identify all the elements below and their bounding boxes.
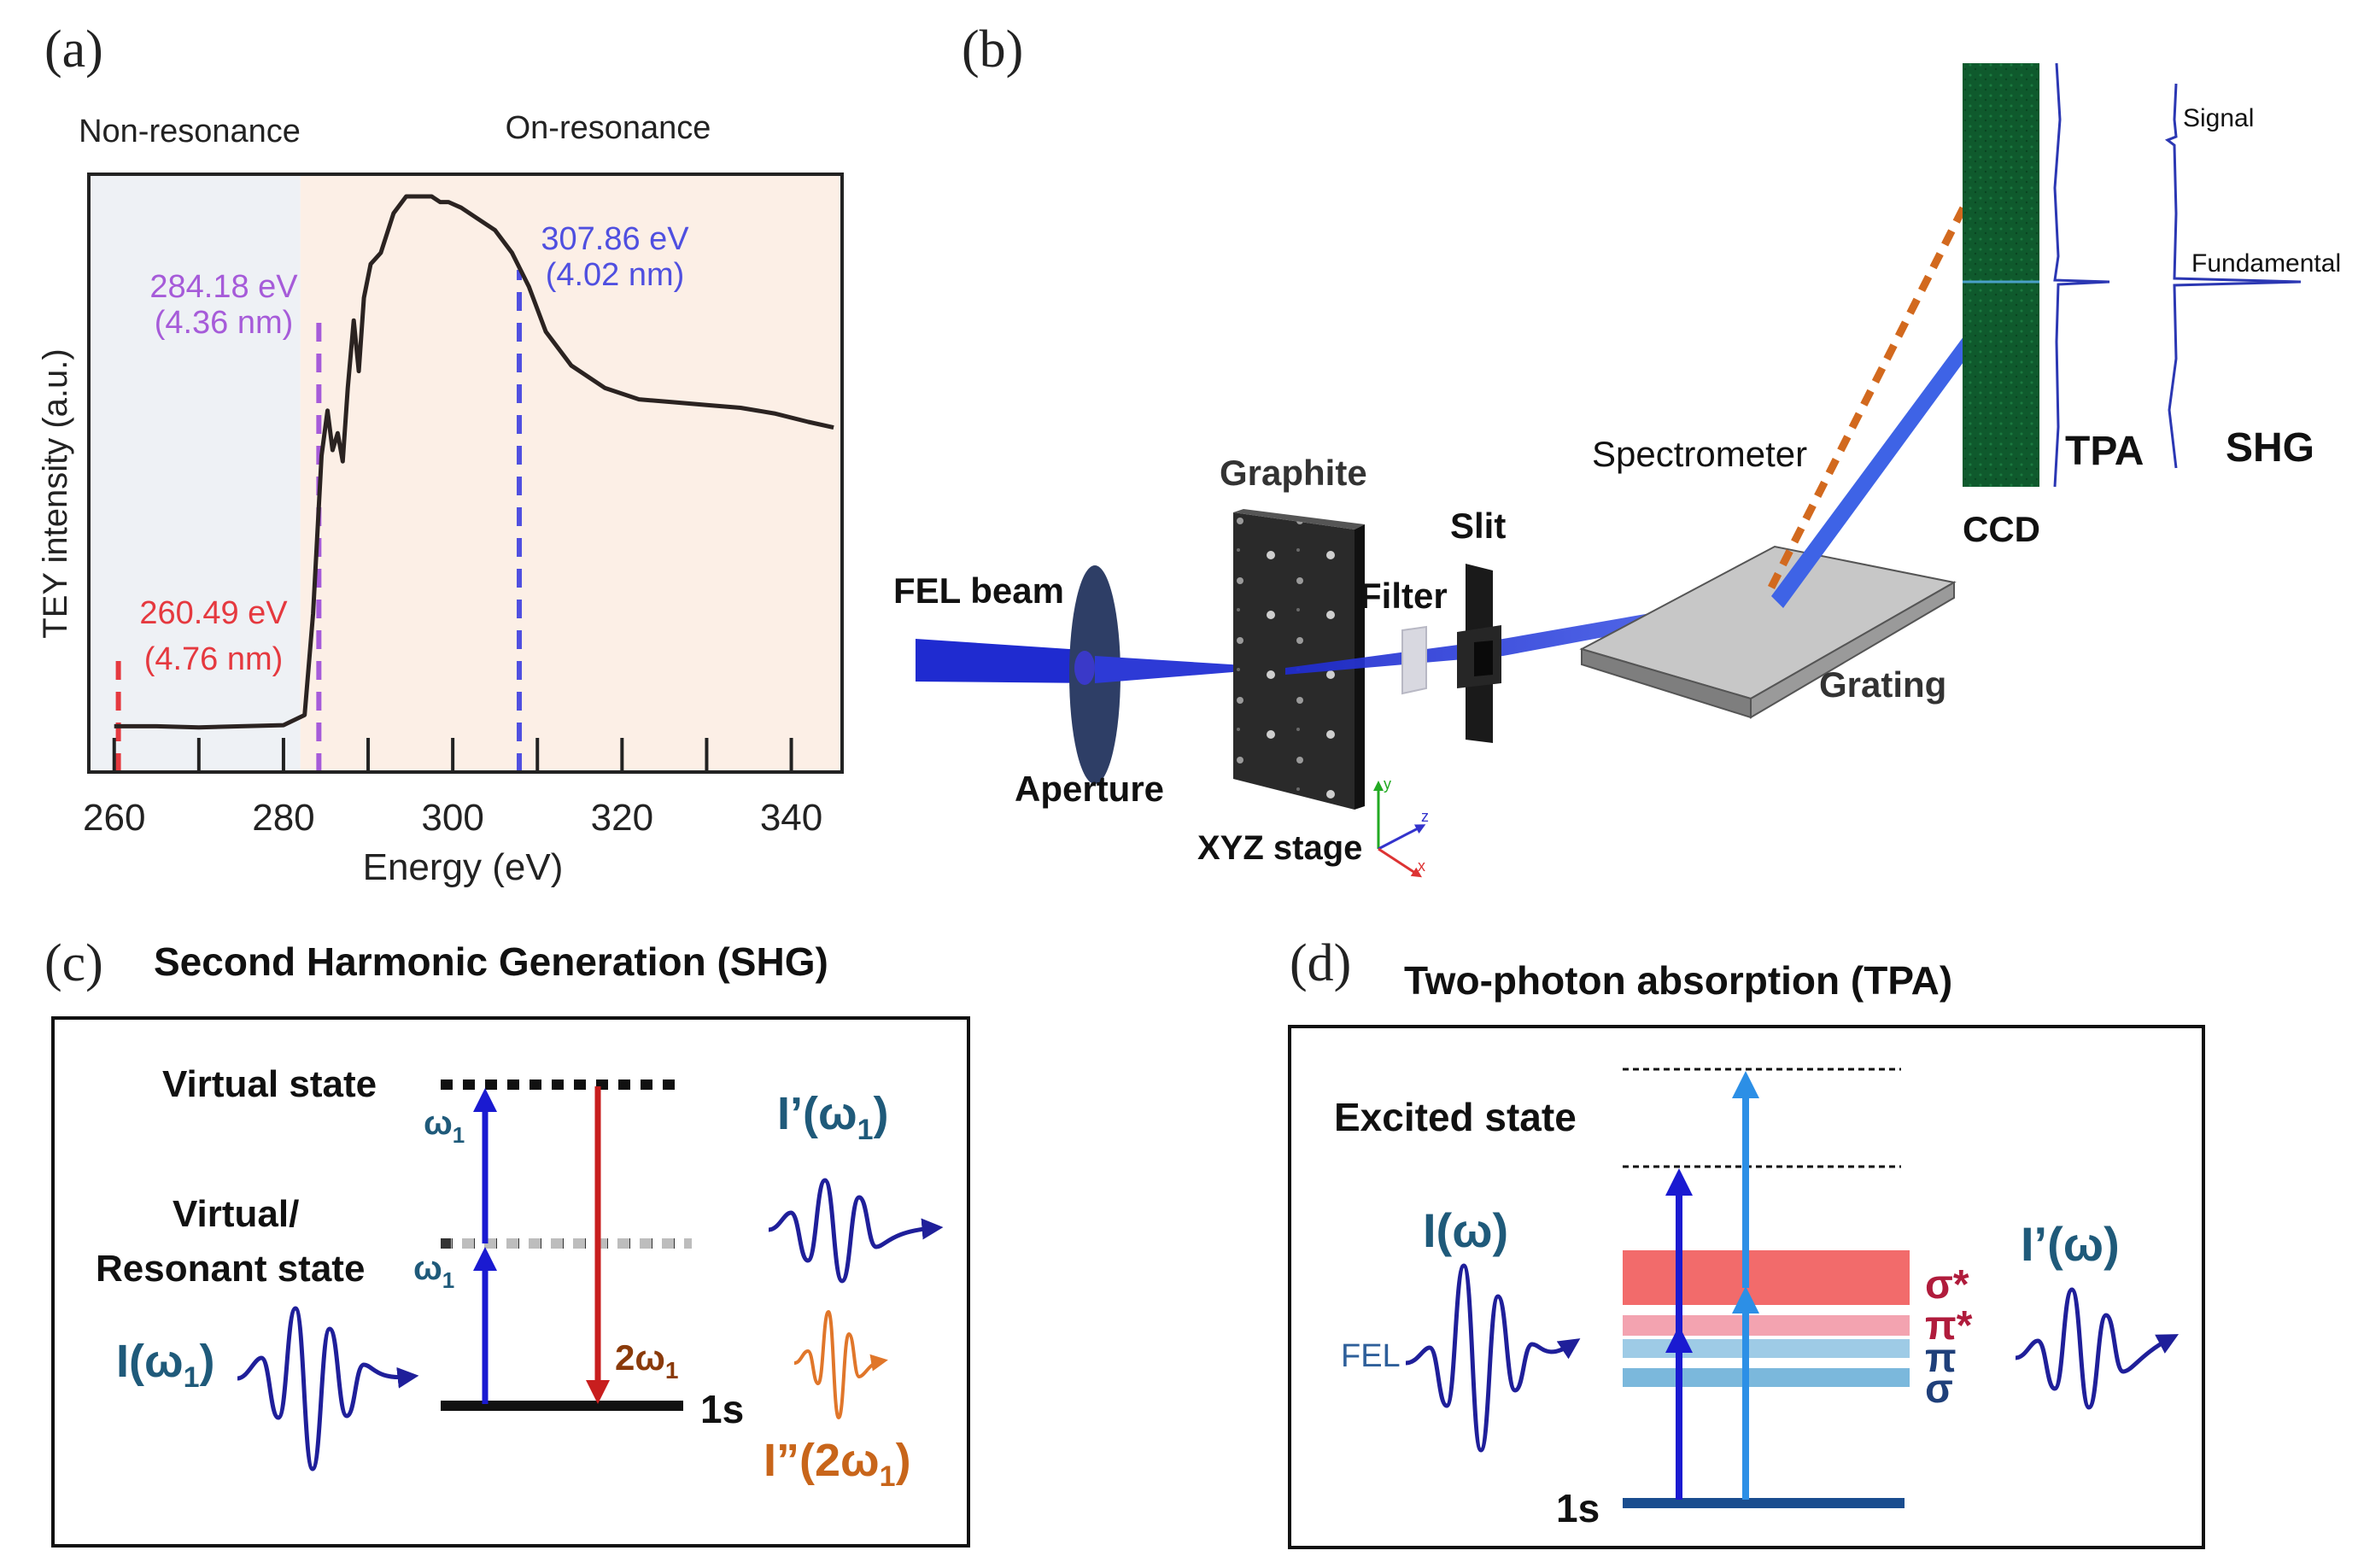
- panel-label-c: (c): [44, 934, 103, 992]
- shg-trace: [2164, 83, 2302, 469]
- label-tpa: TPA: [2065, 429, 2144, 474]
- slit: [1457, 564, 1501, 743]
- label-filter: Filter: [1360, 576, 1448, 616]
- panel-c-shg: Second Harmonic Generation (SHG) Virtual…: [51, 939, 970, 1548]
- signal-beam: [1767, 153, 1994, 590]
- label-xyz-stage: XYZ stage: [1197, 829, 1362, 867]
- label-ccd: CCD: [1963, 509, 2040, 549]
- ccd-detector: [1963, 63, 2039, 487]
- plot-frame: [87, 173, 844, 774]
- panel-d-tpa: Two-photon absorption (TPA) Excited stat…: [1288, 958, 2205, 1549]
- svg-text:y: y: [1384, 775, 1391, 793]
- marker-wavelength-label-1: (4.76 nm): [144, 641, 284, 677]
- filter-plate: [1401, 625, 1427, 695]
- xyz-axes-icon: y z x: [1373, 775, 1429, 878]
- output-fund-wave: [768, 1178, 944, 1284]
- tpa-title: Two-photon absorption (TPA): [1404, 958, 1952, 1003]
- tpa-box: [1288, 1025, 2205, 1549]
- label-pi: π: [1925, 1336, 1957, 1381]
- panel-a-chart: Non-resonance On-resonance 260 280 300 320 3…: [37, 110, 844, 888]
- band-sigma: [1623, 1368, 1910, 1387]
- panel-label-a: (a): [44, 20, 103, 79]
- label-graphite: Graphite: [1220, 453, 1367, 493]
- panel-label-b: (b): [962, 20, 1023, 79]
- omega1-label-top: ω1: [424, 1104, 465, 1148]
- two-omega1-label: 2ω1: [615, 1337, 678, 1384]
- band-sigma-star: [1623, 1250, 1910, 1305]
- label-signal: Signal: [2183, 104, 2254, 132]
- tpa-fel-label: FEL: [1341, 1338, 1401, 1374]
- tpa-trace: [2053, 62, 2110, 488]
- label-slit: Slit: [1450, 506, 1506, 546]
- x-tick-label-340: 340: [760, 797, 822, 839]
- fel-beam: [916, 639, 1095, 683]
- label-sigma-star: σ*: [1925, 1262, 1969, 1308]
- graphite-sample: [1233, 509, 1365, 810]
- tpa-input-label: I(ω): [1423, 1203, 1508, 1257]
- band-pi: [1623, 1339, 1910, 1358]
- marker-energy-label-3: 307.86 eV: [541, 221, 689, 257]
- tpa-input-wave: [1405, 1263, 1581, 1453]
- shg-title: Second Harmonic Generation (SHG): [154, 939, 828, 984]
- x-tick-label-320: 320: [591, 797, 653, 839]
- label-excited-state: Excited state: [1334, 1095, 1577, 1139]
- region-on-resonance: [300, 174, 842, 772]
- output-shg-wave: [793, 1309, 888, 1420]
- output-fund-label: I’(ω1): [777, 1088, 889, 1146]
- svg-text:z: z: [1421, 808, 1429, 825]
- label-fel-beam: FEL beam: [893, 570, 1064, 611]
- panel-label-d: (d): [1290, 934, 1351, 992]
- region-label-non-resonance: Non-resonance: [79, 114, 301, 149]
- marker-wavelength-label-2: (4.36 nm): [155, 305, 294, 341]
- omega1-label-bottom: ω1: [413, 1249, 454, 1293]
- label-aperture: Aperture: [1015, 769, 1164, 809]
- x-tick-label-260: 260: [83, 797, 145, 839]
- label-fundamental: Fundamental: [2191, 249, 2341, 278]
- region-non-resonance: [89, 174, 301, 772]
- label-virtual-state: Virtual state: [162, 1063, 377, 1105]
- beam-focus: [1095, 656, 1285, 683]
- grating: [1579, 545, 1957, 719]
- tpa-ground-label: 1s: [1556, 1486, 1600, 1530]
- output-shg-label: I”(2ω1): [764, 1435, 911, 1493]
- spectrum-curve: [114, 194, 834, 730]
- marker-wavelength-label-3: (4.02 nm): [546, 257, 685, 293]
- label-spectrometer: Spectrometer: [1592, 434, 1807, 474]
- svg-text:x: x: [1418, 857, 1425, 875]
- aperture-hole: [1074, 651, 1095, 685]
- region-label-on-resonance: On-resonance: [506, 110, 711, 146]
- y-axis-label: TEY intensity (a.u.): [37, 348, 74, 638]
- label-virtual-resonant-1: Virtual/: [173, 1193, 299, 1235]
- label-virtual-resonant-2: Resonant state: [96, 1248, 365, 1290]
- label-pi-star: π*: [1925, 1303, 1973, 1349]
- label-sigma: σ: [1925, 1366, 1953, 1412]
- label-grating: Grating: [1819, 664, 1946, 705]
- panel-b-setup: y z x FEL beam Aperture Graphite XYZ sta…: [893, 62, 2341, 878]
- marker-energy-label-2: 284.18 eV: [149, 269, 298, 305]
- label-shg: SHG: [2226, 425, 2314, 471]
- marker-energy-label-1: 260.49 eV: [139, 595, 288, 631]
- x-tick-label-300: 300: [421, 797, 483, 839]
- band-pi-star: [1623, 1315, 1910, 1336]
- tpa-output-label: I’(ω): [2021, 1217, 2120, 1271]
- shg-box: [51, 1016, 970, 1548]
- ground-label-1s: 1s: [700, 1387, 744, 1431]
- x-axis-label: Energy (eV): [363, 846, 564, 888]
- input-pulse-label: I(ω1): [116, 1336, 215, 1394]
- input-pulse-wave: [237, 1306, 419, 1471]
- fundamental-beam: [1771, 280, 2017, 608]
- x-tick-label-280: 280: [252, 797, 314, 839]
- tpa-output-wave: [2015, 1287, 2180, 1410]
